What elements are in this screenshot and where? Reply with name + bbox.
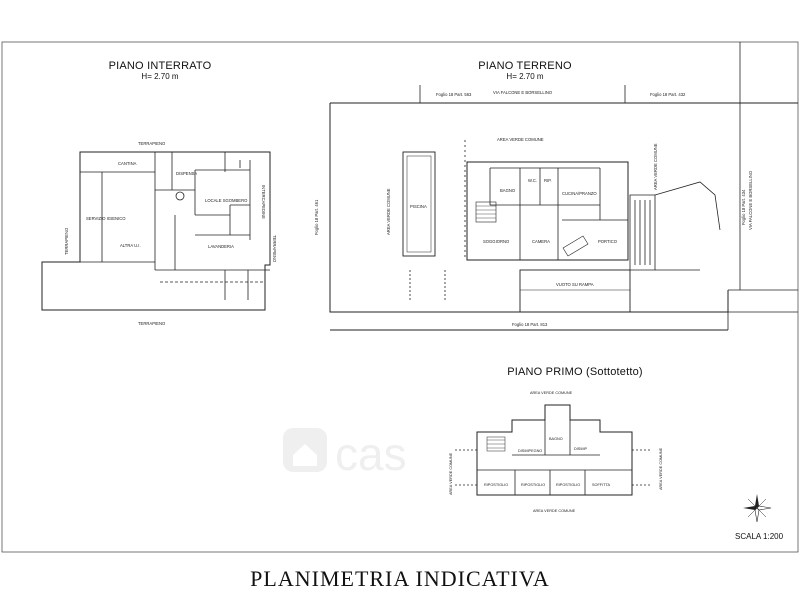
ground-foglio-813: Foglio 18 Part. 813	[512, 322, 548, 327]
basement-title: PIANO INTERRATO	[108, 60, 212, 72]
first-ripostiglio-3: RIPOSTIGLIO	[556, 483, 580, 487]
ground-area-comune-left: AREA VERDE COMUNE	[386, 188, 391, 235]
ground-foglio-563: Foglio 18 Part. 563	[436, 92, 472, 97]
first-title-block: PIANO PRIMO (Sottotetto)	[490, 366, 660, 378]
ground-soggiorno: SOGGIORNO	[483, 239, 510, 244]
basement-dispensa: DISPENSA	[176, 171, 197, 176]
first-disimpegno: DISIMPEGNO	[518, 449, 542, 453]
basement-locale-sgombero: LOCALE SGOMBERO	[205, 198, 248, 203]
first-area-comune-bottom: AREA VERDE COMUNE	[533, 509, 576, 513]
ground-street: VIA FALCONE E BORSELLINO	[493, 90, 553, 95]
basement-terrapieno-left: TERRAPIENO	[64, 227, 69, 255]
ground-camera: CAMERA	[532, 239, 550, 244]
ground-street-right: VIA FALCONE E BORSELLINO	[748, 170, 753, 230]
first-title: PIANO PRIMO (Sottotetto)	[507, 366, 643, 378]
first-area-comune-right: AREA VERDE COMUNE	[659, 447, 663, 490]
basement-terrapieno-right: TERRAPIENO	[272, 235, 277, 263]
basement-labels: TERRAPIENO TERRAPIENO TERRAPIENO TERRAPI…	[64, 141, 277, 326]
first-disimp: DISIMP	[574, 447, 588, 451]
ground-area-comune-right: AREA VERDE COMUNE	[653, 143, 658, 190]
ground-wc: W.C.	[528, 178, 537, 183]
basement-height: H= 2.70 m	[141, 72, 179, 81]
compass-icon	[743, 494, 772, 523]
scale-label: SCALA 1:200	[735, 532, 784, 541]
basement-cantina: CANTINA	[118, 161, 137, 166]
ground-rip: RIP.	[544, 178, 552, 183]
first-area-comune-top: AREA VERDE COMUNE	[530, 391, 573, 395]
basement-terrapieno-top: TERRAPIENO	[138, 141, 166, 146]
basement-altra-ui: ALTRA U.I.	[120, 243, 141, 248]
ground-height: H= 2.70 m	[506, 72, 544, 81]
ground-cucina: CUCINA/PRANZO	[562, 191, 597, 196]
ground-title: PIANO TERRENO	[478, 60, 572, 72]
ground-piscina: PISCINA	[410, 204, 427, 209]
ground-title-block: PIANO TERRENO H= 2.70 m	[460, 60, 590, 81]
first-floor-labels: AREA VERDE COMUNE AREA VERDE COMUNE AREA…	[449, 391, 663, 513]
ground-plan	[329, 42, 798, 331]
ground-portico: PORTICO	[598, 239, 618, 244]
first-bagno: BAGNO	[549, 437, 563, 441]
basement-title-block: PIANO INTERRATO H= 2.70 m	[95, 60, 225, 81]
footer-title: PLANIMETRIA INDICATIVA	[250, 566, 550, 591]
basement-servizio-igienico: SERVIZIO IGIENICO	[86, 216, 126, 221]
first-soffitta: SOFFITTA	[592, 483, 611, 487]
first-ripostiglio-1: RIPOSTIGLIO	[484, 483, 508, 487]
ground-bagno: BAGNO	[500, 188, 516, 193]
ground-foglio-432: Foglio 18 Part. 432	[650, 92, 686, 97]
first-ripostiglio-2: RIPOSTIGLIO	[521, 483, 545, 487]
first-area-comune-left: AREA VERDE COMUNE	[449, 452, 453, 495]
watermark-text: cas	[335, 428, 407, 480]
sheet-border	[1, 41, 799, 553]
ground-area-comune-top: AREA VERDE COMUNE	[497, 137, 544, 142]
ground-labels: VIA FALCONE E BORSELLINO Foglio 18 Part.…	[314, 90, 753, 327]
basement-plan	[41, 151, 271, 311]
ground-foglio-461: Foglio 18 Part. 461	[314, 199, 319, 235]
basement-intercapedine: INTERCAPEDINE	[261, 185, 266, 219]
watermark: cas	[283, 428, 407, 480]
pool	[402, 151, 436, 257]
basement-lavanderia: LAVANDERIA	[208, 244, 234, 249]
ground-foglio-434: Foglio 18 Part. 434	[741, 189, 746, 225]
basement-terrapieno-bottom: TERRAPIENO	[138, 321, 166, 326]
ground-vuoto-rampa: VUOTO SU RAMPA	[556, 282, 594, 287]
first-floor-plan	[455, 404, 650, 496]
